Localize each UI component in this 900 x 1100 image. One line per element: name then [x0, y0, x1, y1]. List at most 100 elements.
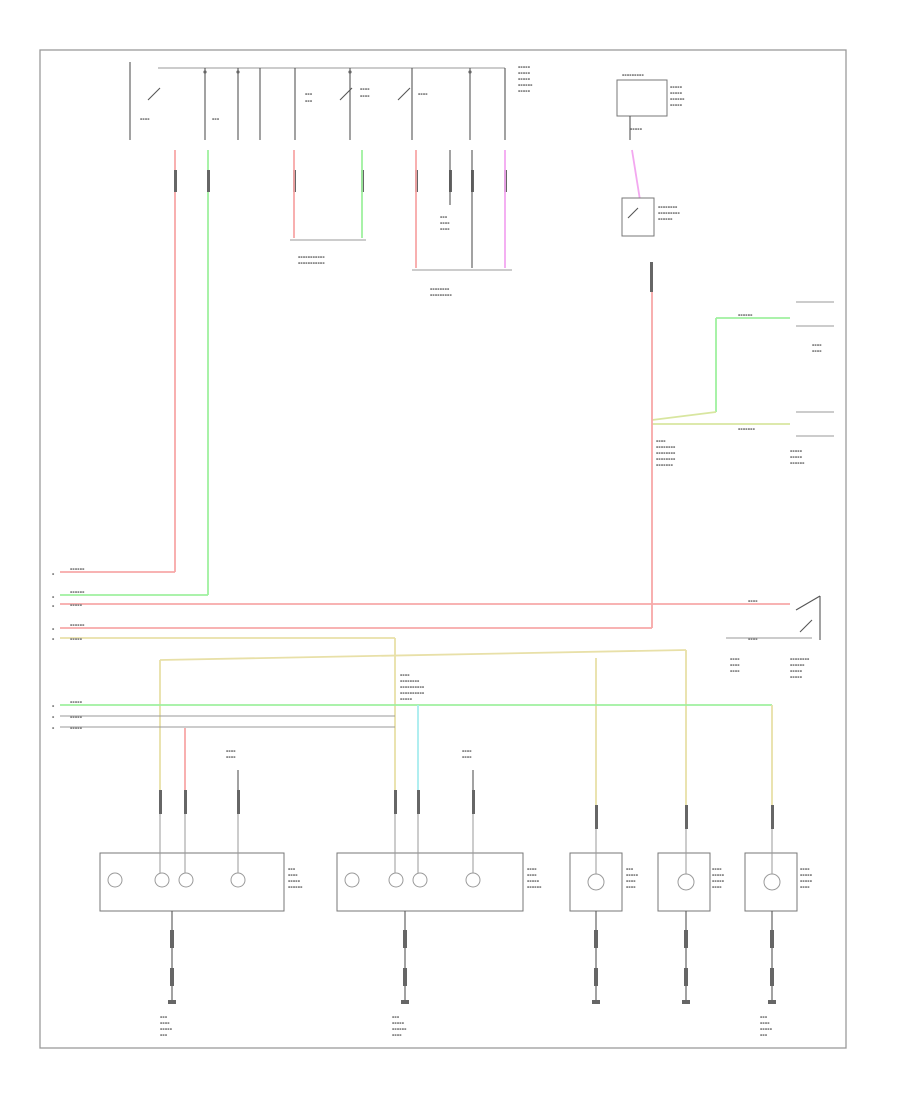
svg-text:▪▪▪▪: ▪▪▪▪ [800, 885, 810, 889]
svg-text:▪▪▪▪▪: ▪▪▪▪▪ [800, 873, 813, 877]
svg-text:▪▪▪▪: ▪▪▪▪ [730, 657, 740, 661]
single-lamps: ▪▪▪ ▪▪▪▪▪ ▪▪▪▪ ▪▪▪▪ ▪▪▪▪ ▪▪▪▪▪ ▪▪▪▪▪ ▪▪▪… [569, 829, 813, 912]
svg-text:▪▪▪▪▪: ▪▪▪▪▪ [518, 89, 531, 93]
svg-text:▪▪▪▪▪▪: ▪▪▪▪▪▪ [738, 313, 753, 317]
svg-text:▪▪▪▪▪▪▪: ▪▪▪▪▪▪▪ [738, 427, 756, 431]
svg-text:▪▪▪▪▪: ▪▪▪▪▪ [518, 71, 531, 75]
svg-text:▪▪▪▪▪: ▪▪▪▪▪ [712, 879, 725, 883]
svg-text:▪▪▪▪▪▪▪▪▪▪▪: ▪▪▪▪▪▪▪▪▪▪▪ [298, 255, 325, 259]
svg-text:▪▪▪▪▪▪: ▪▪▪▪▪▪ [288, 885, 303, 889]
svg-text:▪▪▪▪▪: ▪▪▪▪▪ [160, 1027, 173, 1031]
svg-text:▪▪▪: ▪▪▪ [305, 99, 313, 103]
svg-text:▪▪▪: ▪▪▪ [440, 215, 448, 219]
svg-text:▪: ▪ [52, 715, 55, 719]
svg-text:▪▪▪▪▪: ▪▪▪▪▪ [288, 879, 301, 883]
svg-text:▪▪▪▪▪: ▪▪▪▪▪ [70, 603, 83, 607]
top-switch-assembly: ▪▪▪▪ ▪▪▪ ▪▪▪ ▪▪▪ ▪▪▪▪ ▪▪▪▪ ▪▪▪▪ ▪▪▪▪▪ ▪▪… [129, 62, 533, 140]
svg-text:▪▪▪▪▪▪▪▪▪: ▪▪▪▪▪▪▪▪▪ [622, 73, 644, 77]
svg-text:▪▪▪▪▪▪: ▪▪▪▪▪▪ [518, 83, 533, 87]
svg-text:▪▪▪▪: ▪▪▪▪ [626, 885, 636, 889]
svg-text:▪▪▪▪▪: ▪▪▪▪▪ [630, 127, 643, 131]
svg-text:▪▪▪▪▪▪: ▪▪▪▪▪▪ [70, 590, 85, 594]
svg-text:▪▪▪▪: ▪▪▪▪ [626, 879, 636, 883]
svg-text:▪▪▪: ▪▪▪ [760, 1033, 768, 1037]
svg-text:▪▪▪▪▪▪▪: ▪▪▪▪▪▪▪ [656, 463, 674, 467]
main-wires: ▪▪▪▪ ▪▪▪▪▪▪▪▪ ▪▪▪▪▪▪▪▪▪▪ ▪▪▪▪▪▪▪▪▪▪ ▪▪▪▪… [60, 192, 790, 805]
left-lamp-assembly: ▪▪▪ ▪▪▪▪ ▪▪▪▪▪ ▪▪▪▪▪▪ [99, 814, 303, 912]
svg-text:▪▪▪▪▪▪▪▪▪▪: ▪▪▪▪▪▪▪▪▪▪ [400, 685, 425, 689]
lower-connectors: ▪▪▪▪ ▪▪▪▪ ▪▪▪▪ ▪▪▪▪ [159, 749, 774, 829]
ground-icon [168, 1000, 176, 1004]
svg-text:▪▪▪▪▪: ▪▪▪▪▪ [670, 91, 683, 95]
ground-wires: ▪▪▪ ▪▪▪▪ ▪▪▪▪▪ ▪▪▪ ▪▪▪ ▪▪▪▪▪ ▪▪▪▪▪▪ ▪▪▪▪… [160, 911, 776, 1037]
svg-text:▪▪▪▪▪▪▪▪▪▪▪: ▪▪▪▪▪▪▪▪▪▪▪ [298, 261, 325, 265]
svg-text:▪▪▪: ▪▪▪ [760, 1015, 768, 1019]
svg-text:▪▪▪▪: ▪▪▪▪ [440, 221, 450, 225]
svg-text:▪▪▪: ▪▪▪ [305, 92, 313, 96]
right-module: ▪▪▪▪ ▪▪▪▪ ▪▪▪▪▪▪ ▪▪▪▪▪▪▪ ▪▪▪▪ ▪▪▪▪▪▪▪▪ ▪… [651, 301, 834, 467]
top-connectors [174, 170, 507, 192]
svg-text:▪▪▪▪: ▪▪▪▪ [712, 885, 722, 889]
svg-text:▪▪▪▪: ▪▪▪▪ [360, 87, 370, 91]
svg-text:▪▪▪▪▪: ▪▪▪▪▪ [670, 103, 683, 107]
svg-text:▪▪▪▪▪: ▪▪▪▪▪ [70, 726, 83, 730]
relay-block: ▪▪▪▪▪▪▪▪▪ ▪▪▪▪▪ ▪▪▪▪▪ ▪▪▪▪▪▪ ▪▪▪▪▪ ▪▪▪▪▪… [616, 73, 685, 292]
svg-text:▪▪▪▪▪▪▪▪: ▪▪▪▪▪▪▪▪ [656, 445, 676, 449]
svg-text:▪▪▪: ▪▪▪ [160, 1015, 168, 1019]
svg-text:▪: ▪ [52, 572, 55, 576]
right-lamp-assembly: ▪▪▪▪ ▪▪▪▪ ▪▪▪▪▪ ▪▪▪▪▪▪ [336, 814, 542, 912]
svg-text:▪▪▪▪▪: ▪▪▪▪▪ [527, 879, 540, 883]
svg-text:▪▪▪▪: ▪▪▪▪ [730, 669, 740, 673]
svg-text:▪: ▪ [52, 726, 55, 730]
svg-text:▪▪▪▪▪▪▪▪: ▪▪▪▪▪▪▪▪ [656, 451, 676, 455]
diagram-frame [39, 49, 847, 1049]
svg-text:▪▪▪▪▪▪▪▪▪: ▪▪▪▪▪▪▪▪▪ [658, 211, 680, 215]
svg-text:▪▪▪▪▪: ▪▪▪▪▪ [790, 675, 803, 679]
svg-text:▪▪▪▪▪▪: ▪▪▪▪▪▪ [527, 885, 542, 889]
svg-text:▪▪▪▪▪: ▪▪▪▪▪ [518, 65, 531, 69]
svg-text:▪▪▪▪▪: ▪▪▪▪▪ [712, 873, 725, 877]
svg-text:▪▪▪▪: ▪▪▪▪ [730, 663, 740, 667]
svg-text:▪▪▪▪: ▪▪▪▪ [748, 599, 758, 603]
svg-text:▪: ▪ [52, 627, 55, 631]
svg-text:▪▪▪▪▪: ▪▪▪▪▪ [790, 455, 803, 459]
svg-text:▪: ▪ [52, 637, 55, 641]
svg-text:▪▪▪▪▪▪▪▪: ▪▪▪▪▪▪▪▪ [656, 457, 676, 461]
svg-text:▪▪▪▪▪▪▪▪: ▪▪▪▪▪▪▪▪ [400, 679, 420, 683]
svg-text:▪▪▪▪▪: ▪▪▪▪▪ [760, 1027, 773, 1031]
svg-text:▪▪▪▪▪▪: ▪▪▪▪▪▪ [70, 623, 85, 627]
svg-text:▪▪▪▪: ▪▪▪▪ [288, 873, 298, 877]
svg-text:▪▪▪▪: ▪▪▪▪ [527, 873, 537, 877]
svg-text:▪▪▪▪▪: ▪▪▪▪▪ [670, 85, 683, 89]
svg-text:▪▪▪▪: ▪▪▪▪ [462, 755, 472, 759]
svg-text:▪▪▪▪▪: ▪▪▪▪▪ [518, 77, 531, 81]
svg-text:▪▪▪▪▪: ▪▪▪▪▪ [70, 637, 83, 641]
svg-text:▪▪▪▪▪: ▪▪▪▪▪ [790, 449, 803, 453]
svg-text:▪▪▪▪: ▪▪▪▪ [462, 749, 472, 753]
svg-text:▪▪▪: ▪▪▪ [626, 867, 634, 871]
svg-text:▪▪▪▪▪: ▪▪▪▪▪ [392, 1021, 405, 1025]
svg-text:▪▪▪▪▪▪: ▪▪▪▪▪▪ [670, 97, 685, 101]
svg-text:▪: ▪ [52, 595, 55, 599]
svg-text:▪▪▪▪: ▪▪▪▪ [748, 637, 758, 641]
svg-text:▪▪▪▪: ▪▪▪▪ [392, 1033, 402, 1037]
svg-text:▪▪▪▪▪▪: ▪▪▪▪▪▪ [790, 461, 805, 465]
svg-text:▪▪▪▪▪▪▪▪: ▪▪▪▪▪▪▪▪ [658, 205, 678, 209]
svg-text:▪▪▪▪▪: ▪▪▪▪▪ [626, 873, 639, 877]
svg-text:▪▪▪▪: ▪▪▪▪ [712, 867, 722, 871]
svg-text:▪▪▪▪▪: ▪▪▪▪▪ [400, 697, 413, 701]
svg-text:▪▪▪▪▪: ▪▪▪▪▪ [70, 700, 83, 704]
brake-switch: ▪▪▪▪ ▪▪▪▪ ▪▪▪▪ ▪▪▪▪ ▪▪▪▪ ▪▪▪▪▪▪▪▪ ▪▪▪▪▪▪… [726, 595, 821, 679]
svg-text:▪▪▪▪▪: ▪▪▪▪▪ [790, 669, 803, 673]
svg-text:▪: ▪ [52, 704, 55, 708]
svg-text:▪▪▪▪: ▪▪▪▪ [800, 867, 810, 871]
svg-text:▪▪▪▪▪: ▪▪▪▪▪ [70, 715, 83, 719]
svg-text:▪▪▪▪: ▪▪▪▪ [160, 1021, 170, 1025]
svg-text:▪▪▪: ▪▪▪ [160, 1033, 168, 1037]
svg-text:▪▪▪▪▪▪: ▪▪▪▪▪▪ [658, 217, 673, 221]
svg-text:▪▪▪: ▪▪▪ [288, 867, 296, 871]
svg-text:▪▪▪: ▪▪▪ [212, 117, 220, 121]
svg-text:▪: ▪ [52, 604, 55, 608]
svg-text:▪▪▪▪: ▪▪▪▪ [418, 92, 428, 96]
